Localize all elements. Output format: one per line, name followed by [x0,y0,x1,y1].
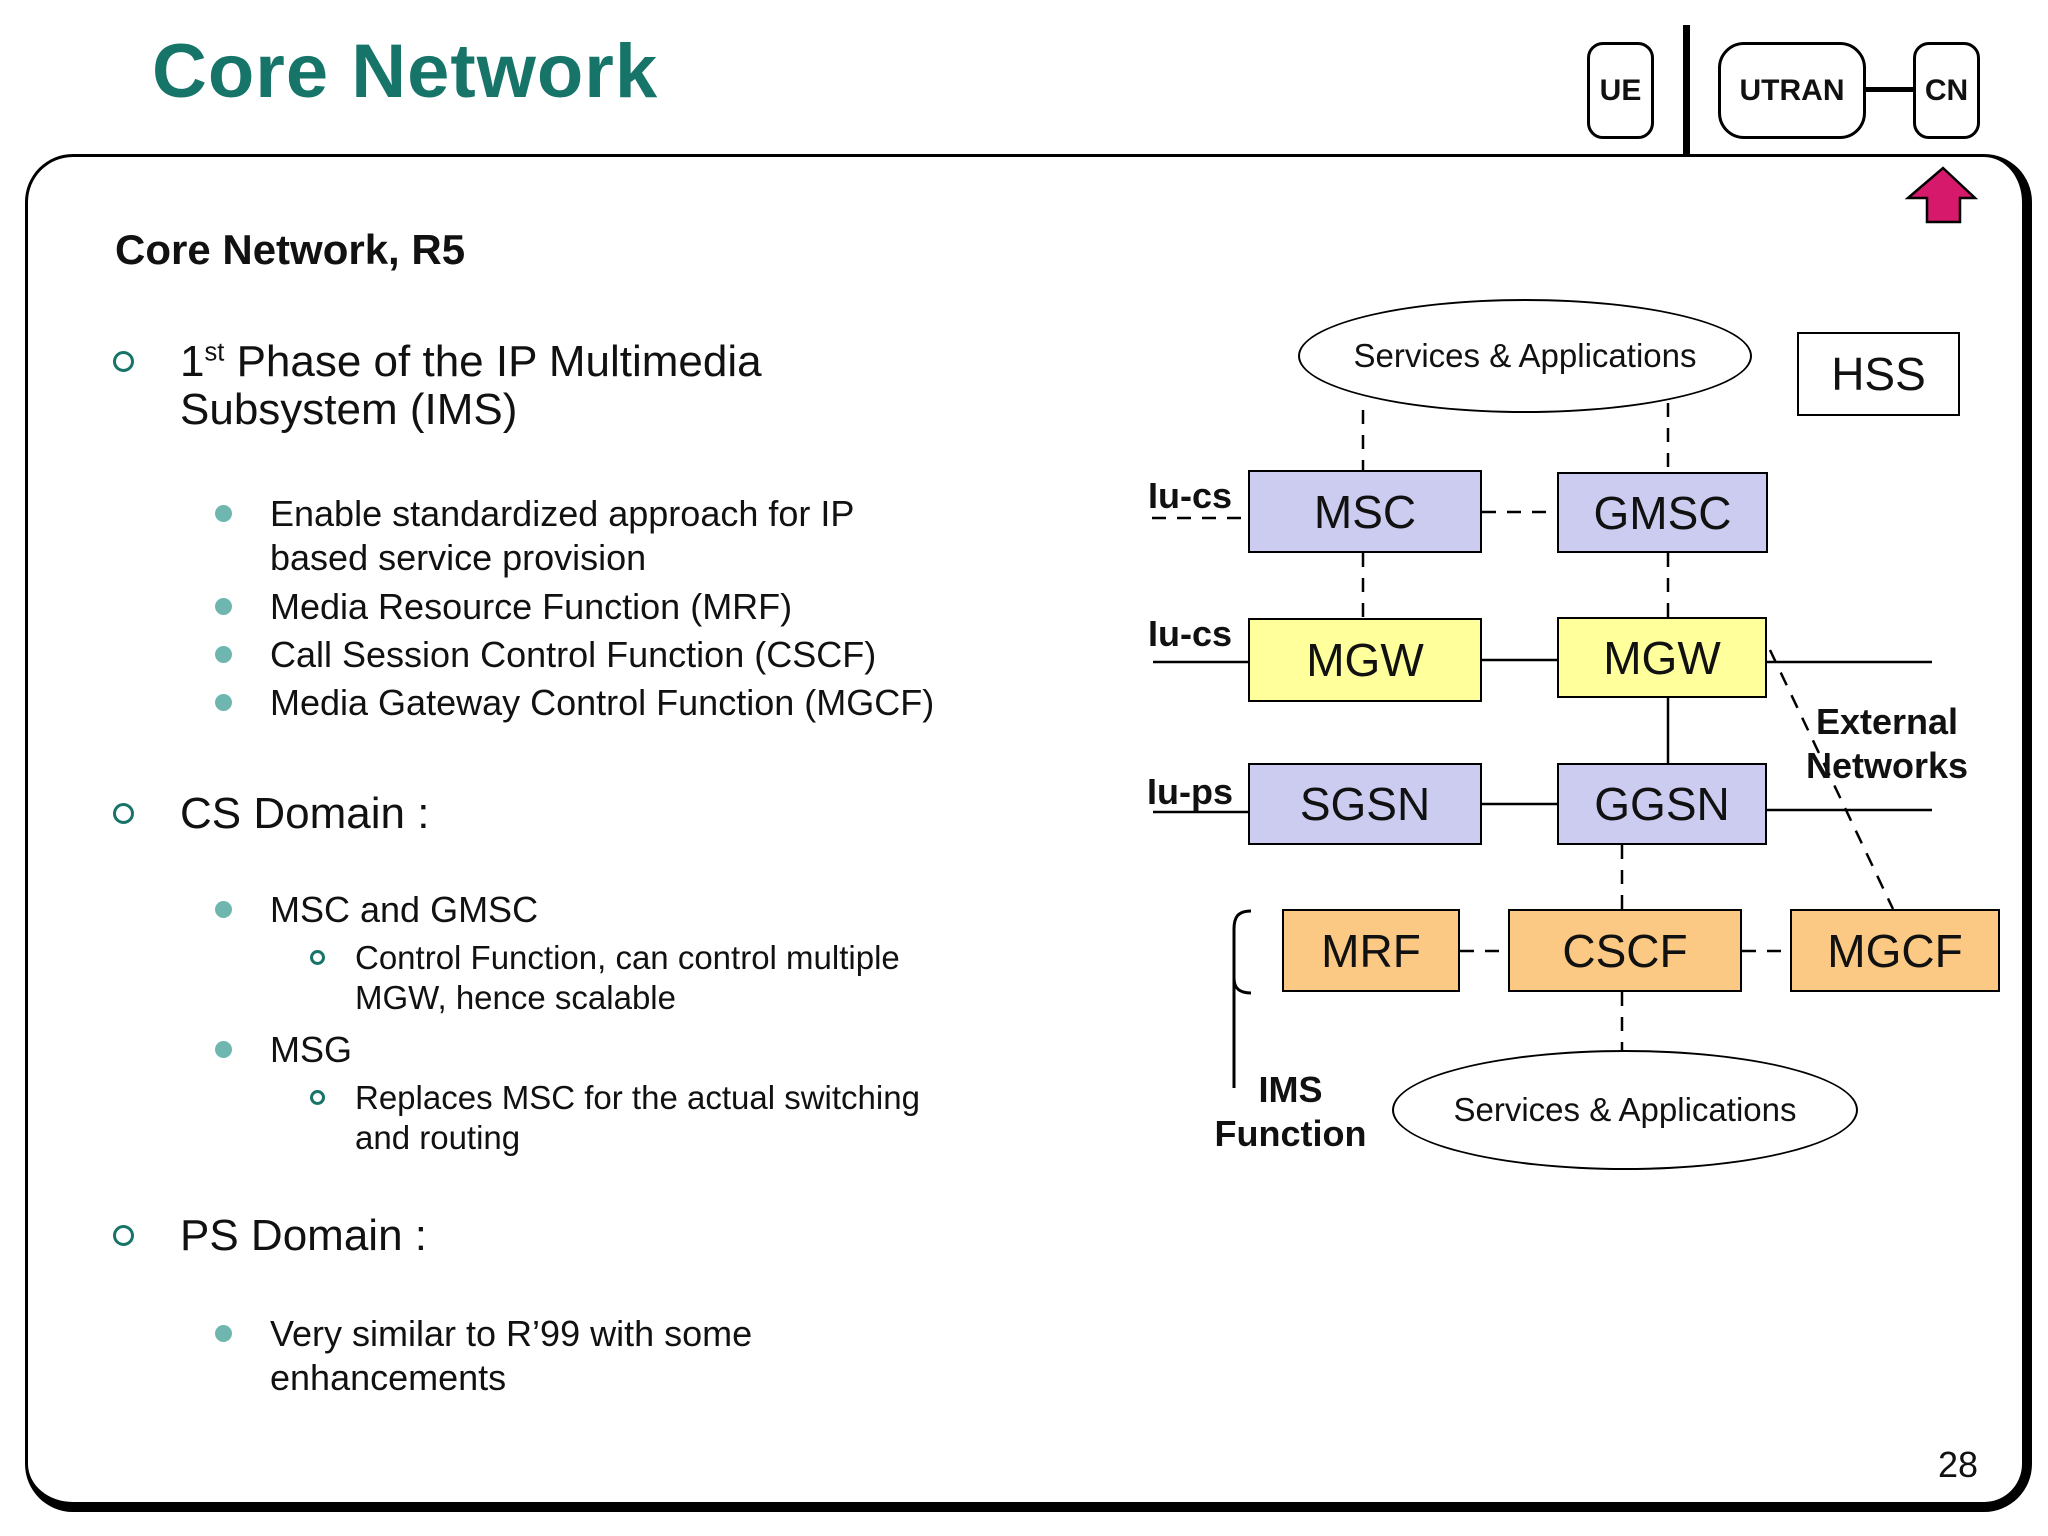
label-external-networks: External Networks [1805,701,1969,786]
page-title: Core Network [152,29,659,114]
list-item: Enable standardized approach for IP base… [215,492,854,580]
nav-box-utran: UTRAN [1718,42,1866,139]
bullet-text: PS Domain : [180,1211,427,1260]
nav-box-utran-label: UTRAN [1739,73,1845,107]
bullet-text: Replaces MSC for the actual switching an… [355,1079,920,1156]
node-label: CSCF [1562,924,1688,977]
node-sgsn: SGSN [1248,763,1482,845]
node-hss: HSS [1797,332,1960,416]
header-divider-bar [1683,25,1690,154]
bullet-text: CS Domain : [180,789,430,838]
bullet-text: Call Session Control Function (CSCF) [270,634,877,675]
ellipse-label: Services & Applications [1453,1091,1797,1128]
utran-cn-connector [1866,87,1913,92]
node-label: MGCF [1827,924,1963,977]
bullet-text: 1st Phase of the IP Multimedia Subsystem… [180,338,762,434]
bullet-text-superscript: st [204,338,225,367]
node-label: GMSC [1593,486,1732,539]
node-label: GGSN [1594,778,1730,830]
list-item: Very similar to R’99 with some enhanceme… [215,1312,752,1400]
node-label: MGW [1306,634,1424,686]
bullet-marker [113,351,134,372]
label-iu-cs-mid: Iu-cs [1148,613,1233,654]
label-iu-cs-top: Iu-cs [1148,475,1233,516]
bullet-marker [215,646,232,663]
label-iu-ps: Iu-ps [1147,771,1233,812]
node-label: MGW [1603,631,1721,684]
bullet-marker [215,1325,232,1342]
bullet-marker [215,505,232,522]
bullet-text: MSC and GMSC [270,889,539,930]
node-mgcf: MGCF [1790,909,2000,992]
node-cscf: CSCF [1508,909,1742,992]
bullet-text: Media Gateway Control Function (MGCF) [270,682,935,723]
bullet-marker [215,694,232,711]
node-msc: MSC [1248,470,1482,553]
slide-heading: Core Network, R5 [115,226,466,273]
bullet-marker [215,598,232,615]
node-gmsc: GMSC [1557,472,1768,553]
bullet-text: Control Function, can control multiple M… [355,939,900,1016]
bullet-marker [113,1225,134,1246]
node-ggsn: GGSN [1557,763,1767,845]
bullet-marker [215,901,232,918]
label-ims-function: IMS Function [1214,1069,1367,1154]
bullet-marker [215,1041,232,1058]
node-mgw-left: MGW [1248,618,1482,702]
list-item: Media Resource Function (MRF) [215,585,792,629]
node-label: MSC [1313,485,1417,538]
services-applications-bottom-ellipse: Services & Applications [1392,1050,1858,1170]
page-number: 28 [1938,1444,1979,1485]
list-item: MSC and GMSC [215,888,538,932]
bullet-text: MSG [270,1029,353,1070]
list-item: PS Domain : [113,1212,427,1260]
node-mrf: MRF [1282,909,1460,992]
list-item: Media Gateway Control Function (MGCF) [215,681,934,725]
list-item: 1st Phase of the IP Multimedia Subsystem… [113,338,762,434]
node-mgw-right: MGW [1557,617,1767,698]
bullet-text: Very similar to R’99 with some enhanceme… [270,1313,753,1398]
list-item: Control Function, can control multiple M… [310,938,900,1018]
list-item: MSG [215,1028,352,1072]
nav-box-ue-label: UE [1599,73,1642,107]
bullet-text: Media Resource Function (MRF) [270,586,793,627]
list-item: Call Session Control Function (CSCF) [215,633,876,677]
services-applications-top-ellipse: Services & Applications [1298,299,1752,413]
nav-box-cn: CN [1913,42,1980,139]
bullet-text-prefix: 1 [180,337,205,386]
ellipse-label: Services & Applications [1353,337,1697,374]
bullet-text-rest: Phase of the IP Multimedia Subsystem (IM… [180,337,762,434]
nav-box-cn-label: CN [1924,73,1969,107]
list-item: Replaces MSC for the actual switching an… [310,1078,920,1158]
bullet-marker [310,950,325,965]
bullet-marker [310,1090,325,1105]
bullet-text: Enable standardized approach for IP base… [270,493,855,578]
node-label: SGSN [1299,778,1431,830]
nav-box-ue: UE [1587,42,1654,139]
node-label: HSS [1831,348,1926,400]
list-item: CS Domain : [113,790,429,838]
node-label: MRF [1321,924,1421,977]
bullet-marker [113,803,134,824]
